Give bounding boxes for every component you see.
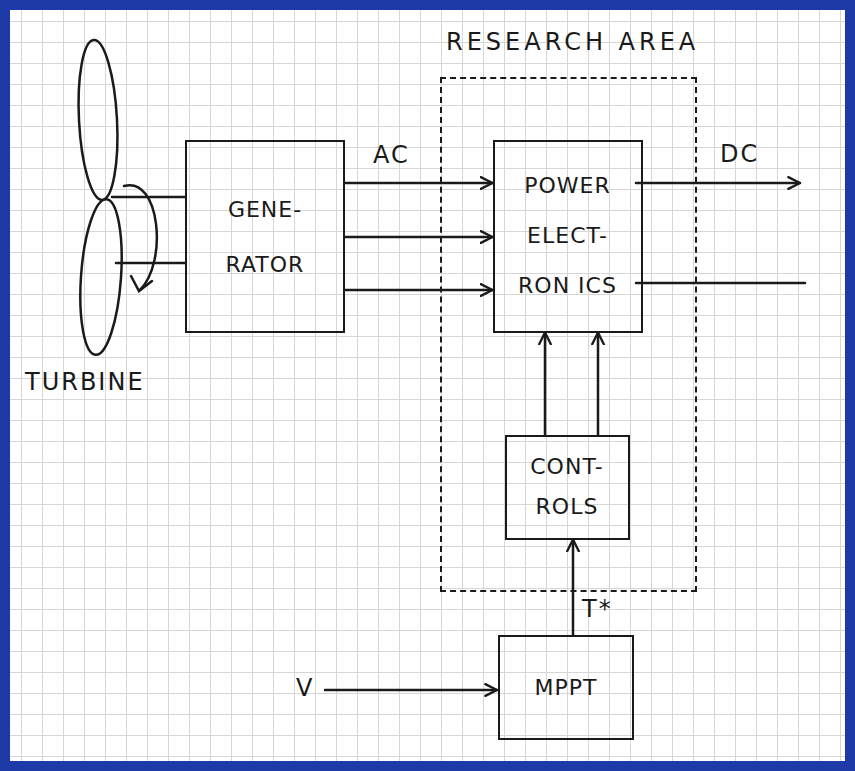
signal-name: T* bbox=[582, 595, 613, 623]
part-name: TURBINE bbox=[25, 368, 145, 396]
turbine-blade bbox=[76, 198, 127, 356]
research-region: RESEARCH AREAPOWER ELECT- RON ICSCONT- R… bbox=[440, 77, 697, 592]
signal-arrow bbox=[345, 182, 493, 185]
box-label: MPPT bbox=[535, 668, 598, 708]
turbine-shaft bbox=[116, 262, 185, 265]
signal-arrow bbox=[345, 289, 493, 292]
process-box: MPPT bbox=[498, 635, 634, 740]
signal-arrow bbox=[544, 333, 547, 435]
box-label: POWER ELECT- RON ICS bbox=[505, 161, 630, 311]
signal-arrow bbox=[597, 333, 600, 435]
box-label: CONT- ROLS bbox=[517, 447, 617, 527]
wind-speed-input bbox=[325, 689, 497, 692]
dc-output-wire bbox=[636, 282, 805, 285]
process-box: CONT- ROLS bbox=[505, 435, 630, 540]
signal-arrow bbox=[345, 236, 493, 239]
turbine-blade bbox=[75, 39, 121, 201]
signal-arrow bbox=[572, 540, 575, 636]
signal-name: AC bbox=[373, 141, 410, 169]
rotation-arrow bbox=[124, 185, 157, 290]
region-heading: RESEARCH AREA bbox=[446, 27, 699, 57]
rotation-arrowhead bbox=[131, 276, 152, 291]
dc-output-wire bbox=[636, 182, 800, 185]
process-box: GENE- RATOR bbox=[185, 140, 345, 333]
box-label: GENE- RATOR bbox=[210, 182, 320, 292]
process-box: POWER ELECT- RON ICS bbox=[493, 140, 643, 333]
signal-name: DC bbox=[720, 140, 759, 168]
signal-name: V bbox=[296, 674, 314, 702]
